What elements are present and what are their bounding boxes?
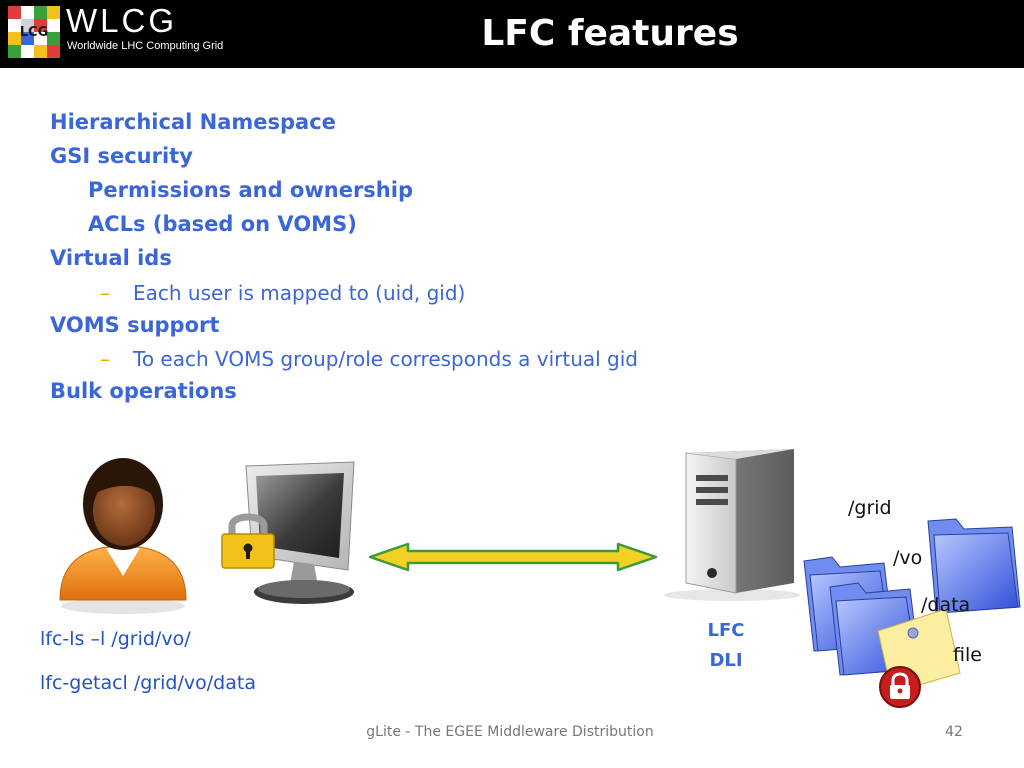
double-arrow-icon — [368, 542, 658, 572]
bullet-hierarchical-namespace: Hierarchical Namespace — [50, 110, 336, 134]
bullet-user-mapping-text: Each user is mapped to (uid, gid) — [133, 281, 466, 305]
bullet-gsi-security: GSI security — [50, 144, 193, 168]
path-label-vo: /vo — [893, 547, 923, 569]
bullet-bulk-operations: Bulk operations — [50, 379, 237, 403]
bullet-virtual-ids: Virtual ids — [50, 246, 172, 270]
server-tower-icon — [664, 449, 800, 601]
path-label-grid: /grid — [848, 497, 892, 519]
page-number: 42 — [945, 724, 963, 740]
command-lfc-getacl: lfc-getacl /grid/vo/data — [40, 672, 256, 694]
lcg-logo-letters: LCG — [19, 24, 49, 40]
bullet-user-mapping: –Each user is mapped to (uid, gid) — [100, 281, 465, 305]
bullet-virtual-gid: –To each VOMS group/role corresponds a v… — [100, 347, 638, 371]
slide-title: LFC features — [481, 13, 739, 54]
folder-icon — [927, 518, 1021, 614]
bullet-virtual-gid-text: To each VOMS group/role corresponds a vi… — [133, 347, 638, 371]
dash-marker: – — [100, 281, 110, 305]
bullet-voms-support: VOMS support — [50, 313, 220, 337]
bullet-permissions-ownership: Permissions and ownership — [88, 178, 413, 202]
dash-marker: – — [100, 347, 110, 371]
server-label-dli: DLI — [709, 650, 743, 671]
wlcg-wordmark: WLCG — [66, 2, 177, 39]
footer-text: gLite - The EGEE Middleware Distribution — [366, 724, 654, 740]
path-label-file: file — [953, 644, 982, 666]
padlock-icon — [221, 513, 275, 569]
lcg-logo-mosaic — [8, 6, 60, 58]
user-icon — [59, 458, 187, 614]
wlcg-tagline: Worldwide LHC Computing Grid — [67, 40, 224, 52]
command-lfc-ls: lfc-ls –l /grid/vo/ — [40, 628, 191, 650]
folder-tree-illustration — [803, 518, 1021, 708]
lock-badge-icon — [879, 666, 921, 708]
slide-header: LCG WLCG Worldwide LHC Computing Grid LF… — [0, 0, 1024, 68]
server-label-lfc: LFC — [707, 620, 745, 641]
path-label-data: /data — [921, 594, 971, 616]
bullet-acls: ACLs (based on VOMS) — [88, 212, 357, 236]
